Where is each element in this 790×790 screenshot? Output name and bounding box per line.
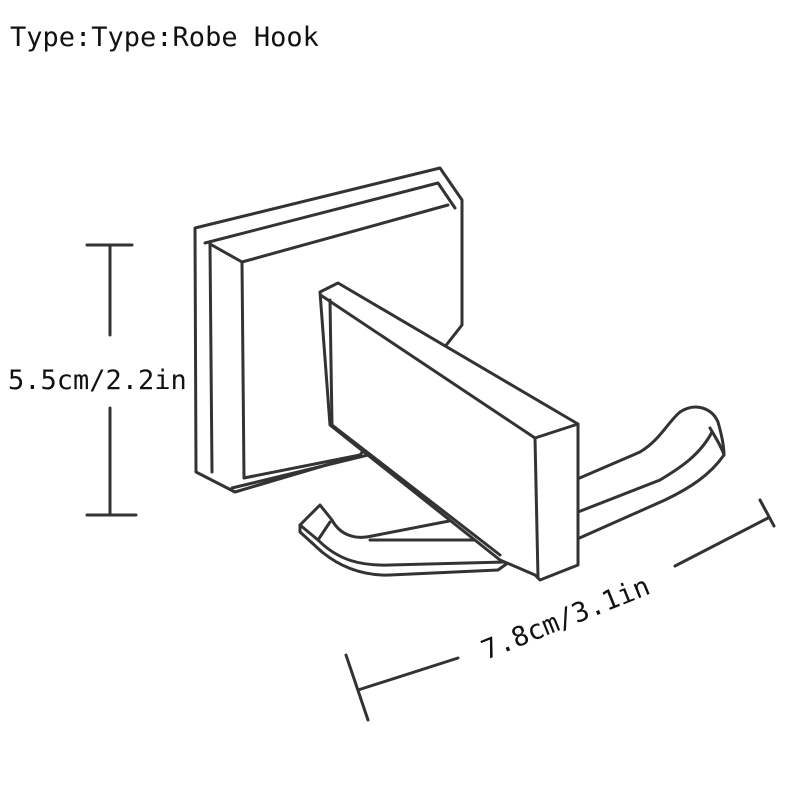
product-type-title: Type:Type:Robe Hook xyxy=(10,22,319,53)
height-dimension: 5.5cm/2.2in xyxy=(8,243,187,517)
width-label: 7.8cm/3.1in xyxy=(477,571,654,667)
back-hook xyxy=(573,405,726,542)
stem-block xyxy=(318,281,580,582)
height-label: 5.5cm/2.2in xyxy=(8,365,187,396)
